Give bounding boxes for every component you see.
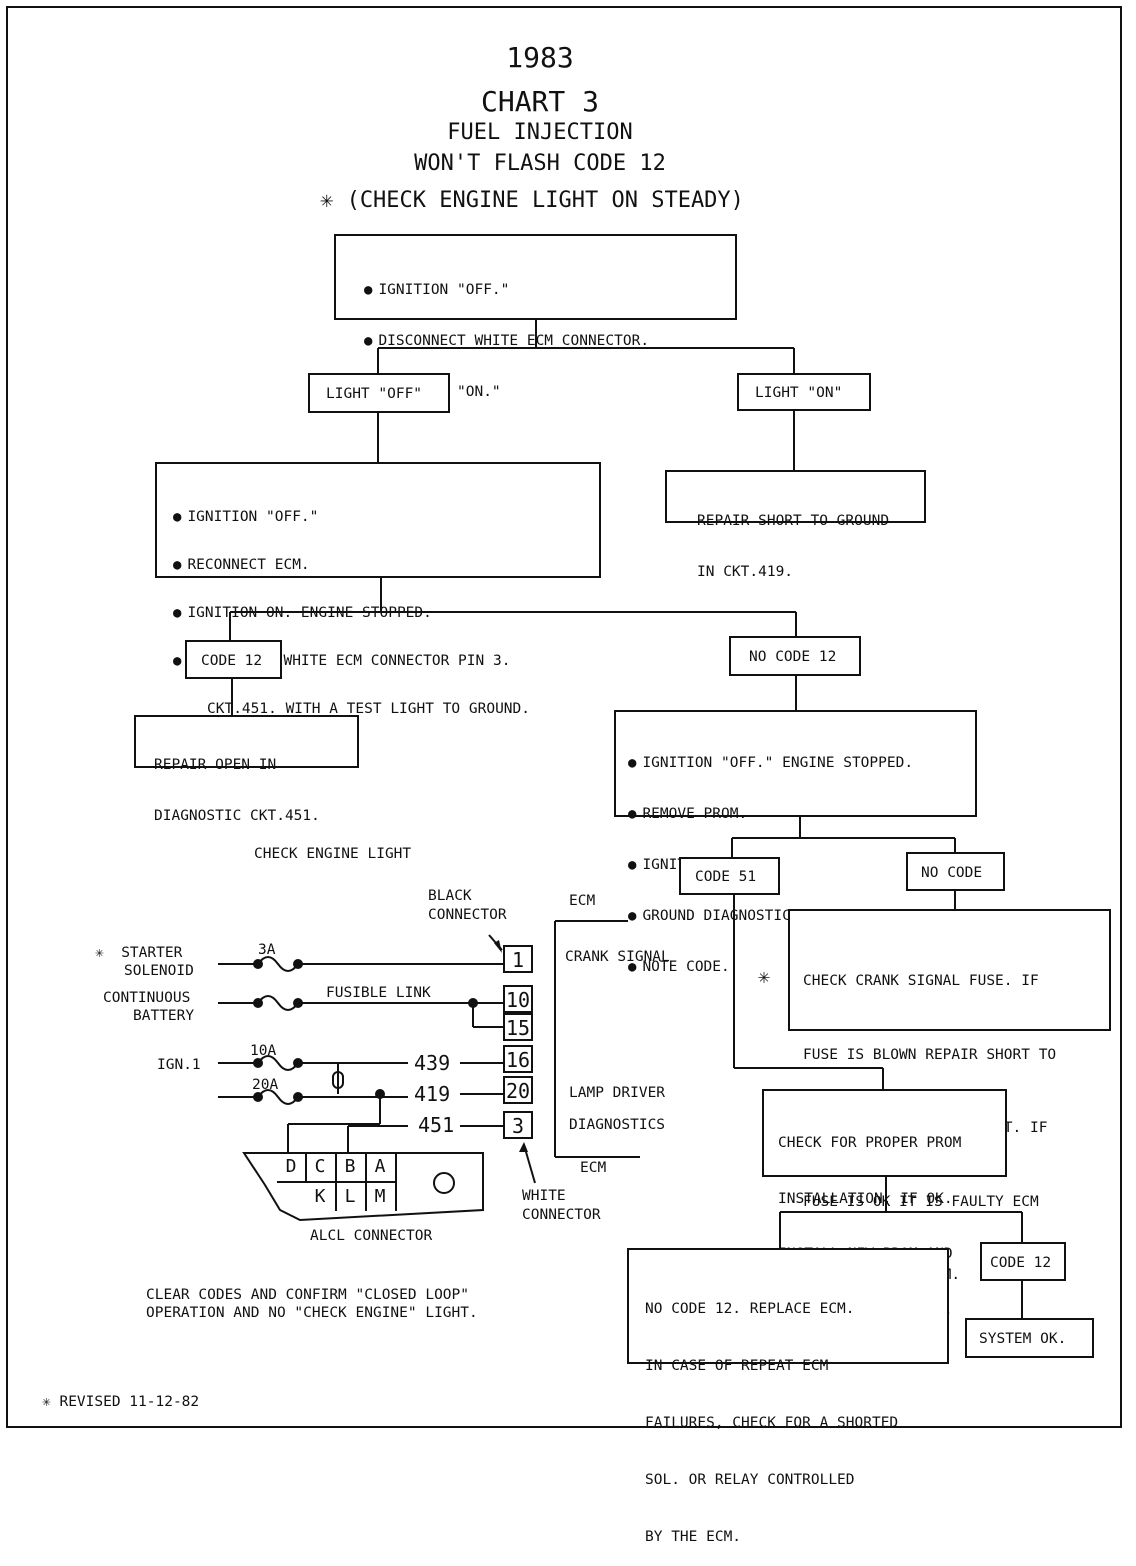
crank-fuse-line: FUSE IS BLOWN REPAIR SHORT TO [803, 1046, 1057, 1063]
repair-short-box: REPAIR SHORT TO GROUND IN CKT.419. [665, 470, 926, 580]
replace-ecm-line: BY THE ECM. [645, 1529, 742, 1545]
prom-check-line: INSTALLATION. IF OK. [778, 1190, 953, 1207]
step-remove-prom-item: REMOVE PROM. [628, 806, 975, 823]
crank-signal-label: CRANK SIGNAL [565, 949, 670, 965]
step-remove-prom-item: NOTE CODE. [628, 959, 975, 976]
code-12-box: CODE 12 [185, 640, 282, 679]
crank-fuse-line: FUSE IS OK IT IS FAULTY ECM [803, 1193, 1039, 1210]
prom-check-line: CHECK FOR PROPER PROM [778, 1135, 962, 1151]
ign-label: IGN.1 [157, 1057, 201, 1073]
alcl-pin-k: K [305, 1183, 337, 1211]
code-51-box: CODE 51 [679, 857, 780, 895]
step-reconnect-item: IGNITION "OFF." [173, 509, 599, 525]
battery-label: BATTERY [133, 1008, 195, 1024]
diagnostics-label: DIAGNOSTICS [569, 1117, 666, 1133]
pin-10: 10 [503, 985, 533, 1013]
code-12-final-box: CODE 12 [980, 1242, 1066, 1281]
light-on-box: LIGHT "ON" [737, 373, 871, 411]
revision-note: ✳ REVISED 11-12-82 [42, 1394, 200, 1410]
white-connector-label: CONNECTOR [522, 1207, 601, 1223]
ecm-top-label: ECM [569, 893, 596, 909]
chart-year: 1983 [506, 41, 574, 74]
replace-ecm-line: NO CODE 12. REPLACE ECM. [645, 1301, 855, 1317]
repair-open-line: DIAGNOSTIC CKT.451. [154, 808, 320, 824]
step-start-item: IGNITION "OFF." [364, 282, 735, 299]
step-start-item: DISCONNECT WHITE ECM CONNECTOR. [364, 333, 735, 350]
pin-1: 1 [503, 945, 533, 973]
battery-label: CONTINUOUS [103, 990, 191, 1006]
crank-fuse-box: CHECK CRANK SIGNAL FUSE. IF FUSE IS BLOW… [788, 909, 1111, 1283]
black-connector-label: CONNECTOR [428, 907, 507, 923]
light-off-box: LIGHT "OFF" [308, 373, 450, 413]
alcl-pin-m: M [365, 1183, 397, 1211]
fusible-link-label: FUSIBLE LINK [326, 985, 431, 1001]
chart-symptom: WON'T FLASH CODE 12 [414, 151, 666, 176]
schematic-title: CHECK ENGINE LIGHT [254, 846, 412, 862]
fuse-3a-label: 3A [258, 942, 276, 958]
repair-short-line: REPAIR SHORT TO GROUND [697, 513, 890, 529]
ecm-bottom-label: ECM [580, 1160, 607, 1176]
clear-codes-note: CLEAR CODES AND CONFIRM "CLOSED LOOP" [146, 1287, 470, 1303]
step-reconnect-continued: CKT.451. WITH A TEST LIGHT TO GROUND. [207, 701, 531, 717]
pin-16: 16 [503, 1045, 533, 1073]
alcl-pin-d: D [277, 1153, 307, 1183]
replace-ecm-line: SOL. OR RELAY CONTROLLED [645, 1472, 855, 1488]
alcl-pin-l: L [335, 1183, 367, 1211]
lamp-driver-label: LAMP DRIVER [569, 1085, 666, 1101]
page-border [6, 6, 1122, 1428]
repair-open-line: REPAIR OPEN IN [154, 757, 277, 773]
alcl-pin-c: C [305, 1153, 337, 1183]
pin-15: 15 [503, 1013, 533, 1041]
starter-label: ✳ STARTER [95, 945, 183, 961]
prom-check-box: CHECK FOR PROPER PROM INSTALLATION. IF O… [762, 1089, 1007, 1318]
step-reconnect-item: IGNITION ON. ENGINE STOPPED. [173, 605, 599, 621]
chart-condition: ✳ (CHECK ENGINE LIGHT ON STEADY) [320, 188, 744, 213]
no-code-box: NO CODE [906, 852, 1005, 891]
wire-451-label: 451 [418, 1113, 455, 1137]
alcl-connector-label: ALCL CONNECTOR [310, 1228, 433, 1244]
black-connector-label: BLACK [428, 888, 472, 904]
pin-20: 20 [503, 1076, 533, 1104]
wire-419-label: 419 [414, 1082, 451, 1106]
starter-label: SOLENOID [124, 963, 194, 979]
crank-fuse-line: CHECK CRANK SIGNAL FUSE. IF [803, 973, 1039, 989]
no-code-12-box: NO CODE 12 [729, 636, 861, 676]
step-start-box: IGNITION "OFF." DISCONNECT WHITE ECM CON… [334, 234, 737, 400]
fuse-10a-label: 10A [250, 1043, 277, 1059]
wire-439-label: 439 [414, 1051, 451, 1075]
white-connector-label: WHITE [522, 1188, 566, 1204]
chart-number: CHART 3 [480, 85, 599, 118]
replace-ecm-line: FAILURES, CHECK FOR A SHORTED [645, 1415, 899, 1431]
step-remove-prom-box: IGNITION "OFF." ENGINE STOPPED. REMOVE P… [614, 710, 977, 975]
step-reconnect-box: IGNITION "OFF." RECONNECT ECM. IGNITION … [155, 462, 601, 717]
clear-codes-note: OPERATION AND NO "CHECK ENGINE" LIGHT. [146, 1305, 478, 1321]
repair-short-line: IN CKT.419. [697, 564, 794, 580]
alcl-pin-a: A [365, 1153, 397, 1183]
step-reconnect-item: RECONNECT ECM. [173, 557, 599, 573]
fuse-20a-label: 20A [252, 1077, 279, 1093]
step-remove-prom-item: IGNITION "OFF." ENGINE STOPPED. [628, 755, 975, 772]
crank-fuse-star: ✳ [758, 964, 771, 988]
pin-3: 3 [503, 1111, 533, 1139]
replace-ecm-box: NO CODE 12. REPLACE ECM. IN CASE OF REPE… [627, 1248, 949, 1545]
alcl-pin-b: B [335, 1153, 367, 1183]
repair-open-box: REPAIR OPEN IN DIAGNOSTIC CKT.451. [134, 715, 359, 824]
replace-ecm-line: IN CASE OF REPEAT ECM [645, 1358, 829, 1374]
system-ok-box: SYSTEM OK. [965, 1318, 1094, 1358]
chart-subject: FUEL INJECTION [447, 120, 633, 145]
